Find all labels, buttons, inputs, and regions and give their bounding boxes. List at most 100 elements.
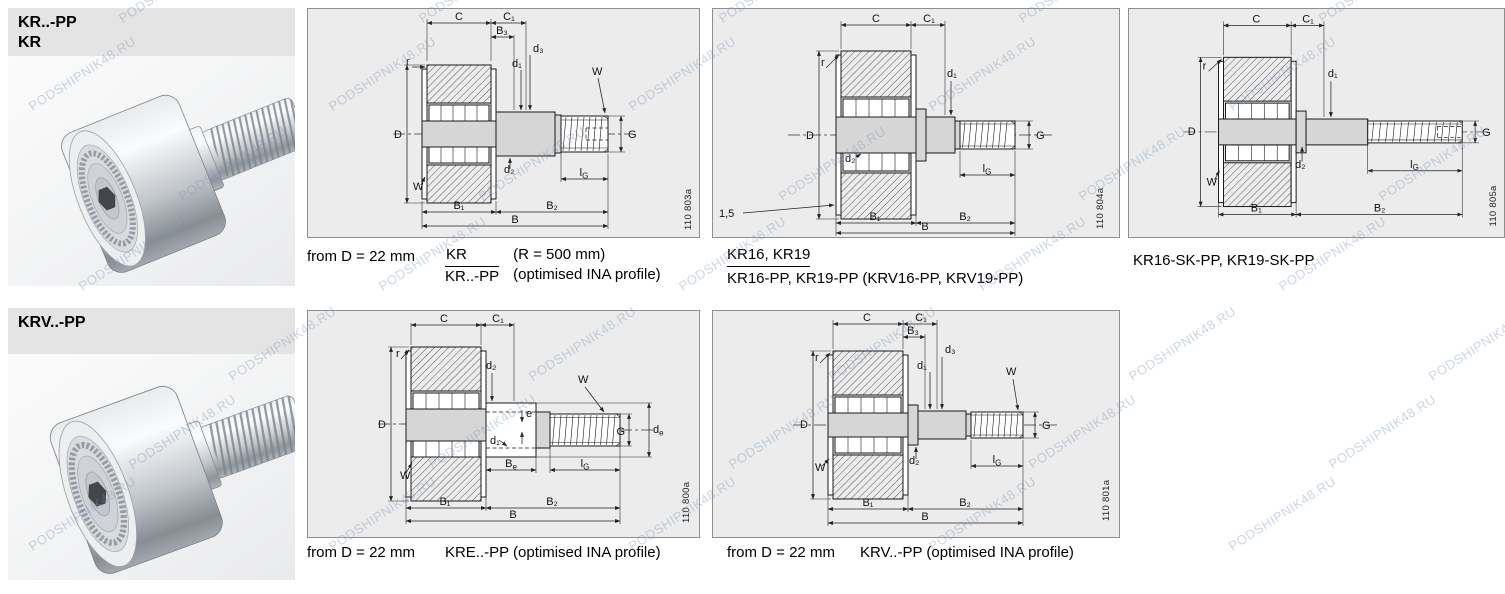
drawing-kre: C C₁ d₂ e d₁ D r W W	[378, 313, 692, 524]
hex-socket	[98, 186, 116, 211]
drawing-panel-krv: C C₁ B₃ d₃ d₁ r D W W d₂	[712, 310, 1120, 538]
watermark-text: PODSHIPNIK48.RU	[1425, 303, 1505, 384]
dim-label-c: C	[863, 312, 871, 324]
caption-kre-text: KRE..-PP (optimised INA profile)	[444, 544, 661, 561]
dim-label-e: e	[526, 408, 532, 420]
kr16sk-dimensions: C C₁ r d₁ D W d₂ G lG	[1188, 14, 1491, 218]
dim-label-be: Be	[505, 458, 517, 472]
watermark-text: PODSHIPNIK48.RU	[1325, 391, 1439, 472]
dim-label-b: B	[921, 221, 928, 233]
dim-label-c1: C₁	[915, 312, 927, 324]
drawing-krv: C C₁ B₃ d₃ d₁ r D W W d₂	[793, 312, 1112, 526]
dim-label-d2: d₂	[504, 164, 514, 176]
dim-label-d2: d₂	[909, 455, 919, 467]
dim-label-lg: lG	[983, 163, 992, 177]
needle-rollers	[68, 441, 128, 546]
hex-socket	[88, 481, 107, 507]
caption-kr-notes: (R = 500 mm) (optimised INA profile)	[513, 245, 661, 284]
figure-number: 110 803a	[683, 188, 694, 230]
dim-label-c1: C₁	[492, 313, 504, 325]
dim-label-w2: W	[413, 181, 424, 193]
dim-label-b: B	[511, 214, 518, 226]
krv-section-view	[793, 350, 1058, 500]
dim-label-g: G	[616, 426, 625, 438]
dim-label-b2: B₂	[1374, 203, 1386, 215]
drawing-kr16sk: C C₁ r d₁ D W d₂ G lG	[1183, 14, 1499, 226]
dim-label-lg: lG	[580, 167, 589, 181]
dim-label-dd: D	[394, 129, 402, 141]
dim-label-c1: C₁	[923, 13, 935, 25]
kr-dimensions: C C₁ B₃ d₃ d₁ W r D G W	[394, 11, 637, 229]
krv-dimensions: C C₁ B₃ d₃ d₁ r D W W d₂	[800, 312, 1051, 526]
dim-label-b1: B₁	[439, 496, 450, 508]
caption-kr-note-bottom: (optimised INA profile)	[513, 265, 661, 283]
caption-kr16-line2: KR16-PP, KR19-PP (KRV16-PP, KRV19-PP)	[727, 269, 1024, 287]
drawing-kr: C C₁ B₃ d₃ d₁ W r D G W	[393, 11, 694, 230]
watermark-text: PODSHIPNIK48.RU	[1125, 303, 1239, 384]
dim-label-b2: B₂	[546, 200, 558, 212]
kre-dimensions: C C₁ d₂ e d₁ D r W W	[378, 313, 664, 524]
figure-number: 110 801a	[1101, 479, 1112, 521]
dim-label-chamfer: 1,5	[719, 208, 734, 220]
dim-label-d3: d₃	[945, 344, 956, 356]
figure-number: 110 800a	[681, 481, 692, 523]
drawing-panel-kre: C C₁ d₂ e d₁ D r W W	[307, 310, 700, 538]
dim-label-b2: B₂	[959, 497, 971, 509]
dim-label-g: G	[628, 129, 637, 141]
dim-label-lg: lG	[993, 454, 1002, 468]
dim-label-c: C	[872, 13, 880, 25]
stud-thread	[206, 396, 295, 476]
dim-label-b1: B₁	[1251, 203, 1262, 215]
dim-label-dd: D	[806, 130, 814, 142]
dim-label-d1: d₁	[490, 435, 500, 447]
dim-label-r: r	[406, 56, 410, 68]
dim-label-w: W	[578, 374, 589, 386]
caption-krv: from D = 22 mm KRV..-PP (optimised INA p…	[727, 543, 1074, 563]
dim-label-de: de	[653, 424, 664, 438]
dim-label-b1: B₁	[453, 200, 464, 212]
dim-label-d1: d₁	[917, 360, 927, 372]
dim-label-c: C	[1252, 14, 1260, 26]
caption-kr16-line1: KR16, KR19	[727, 245, 811, 267]
dim-label-r: r	[396, 348, 400, 360]
watermark-text: PODSHIPNIK48.RU	[1225, 473, 1339, 554]
dim-label-w2: W	[400, 470, 411, 482]
caption-kr: from D = 22 mm KR KR..-PP (R = 500 mm) (…	[307, 245, 700, 286]
caption-kr-prefix: from D = 22 mm	[307, 248, 415, 265]
drawing-kr16: C C₁ r d₁ D d₂ G lG 1,5	[719, 13, 1106, 236]
kr-product-photo	[8, 56, 295, 286]
dim-label-b3: B₃	[496, 25, 508, 37]
dim-label-w: W	[1006, 366, 1017, 378]
dim-label-d1: d₁	[512, 58, 522, 70]
dim-label-g: G	[1042, 420, 1051, 432]
dim-label-c1: C₁	[1302, 14, 1314, 26]
figure-number: 110 804a	[1095, 187, 1106, 229]
drawing-panel-kr16: C C₁ r d₁ D d₂ G lG 1,5	[712, 8, 1120, 238]
kr-bearing-render	[61, 94, 295, 273]
caption-kr16: KR16, KR19 KR16-PP, KR19-PP (KRV16-PP, K…	[727, 245, 1127, 288]
section-header-kr-line1: KR..-PP	[18, 14, 77, 31]
caption-kr-alt-bottom: KR..-PP	[444, 267, 500, 285]
section-header-kr: KR..-PP KR	[8, 8, 295, 56]
kre-section-view	[378, 346, 653, 502]
dim-label-lg: lG	[1410, 159, 1419, 172]
dim-label-c: C	[440, 313, 448, 325]
dim-label-d1: d₁	[1328, 68, 1338, 80]
dim-label-b2: B₂	[959, 211, 971, 223]
dim-label-b3: B₃	[907, 325, 919, 337]
section-header-krv-line1: KRV..-PP	[18, 314, 86, 331]
dim-label-w2: W	[815, 462, 826, 474]
dim-label-dd: D	[800, 419, 808, 431]
dim-label-r: r	[1203, 60, 1207, 72]
dim-label-d1: d₁	[947, 68, 957, 80]
dim-label-r: r	[815, 352, 819, 364]
caption-kre: from D = 22 mm KRE..-PP (optimised INA p…	[307, 543, 661, 563]
dim-label-b: B	[509, 509, 516, 521]
caption-krv-text: KRV..-PP (optimised INA profile)	[859, 544, 1074, 561]
caption-kr-note-top: (R = 500 mm)	[513, 246, 606, 263]
dim-label-lg: lG	[581, 458, 590, 472]
kr16sk-section-view	[1183, 56, 1490, 208]
drawing-panel-kr16sk: C C₁ r d₁ D W d₂ G lG	[1128, 8, 1505, 238]
dim-label-c: C	[455, 11, 463, 23]
